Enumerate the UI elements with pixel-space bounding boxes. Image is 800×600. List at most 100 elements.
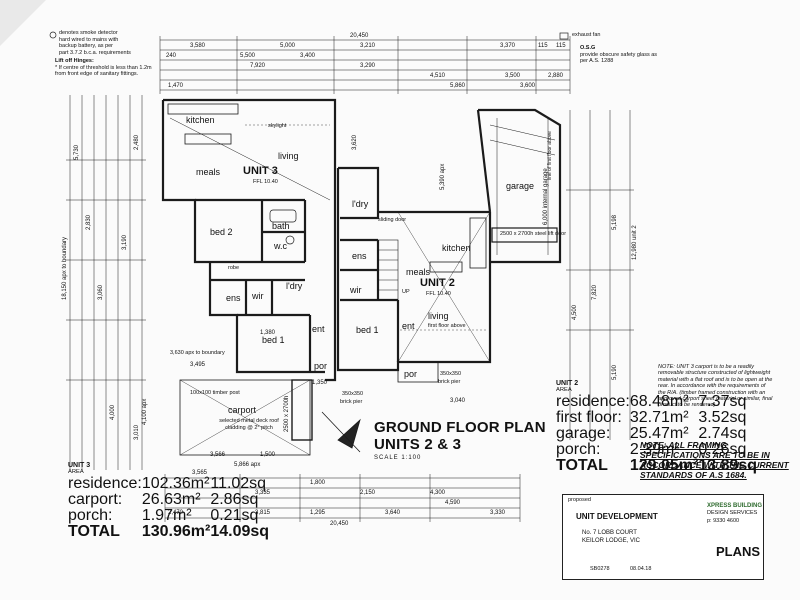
- unit-2-label: UNIT 2: [420, 277, 455, 289]
- dim-left-b: 5,730: [74, 144, 80, 160]
- room-ens-unit3: ens: [226, 293, 241, 303]
- room-ens-unit2: ens: [352, 251, 367, 261]
- dim-top-h: 5,500: [240, 53, 256, 59]
- smoke-detector-legend: denotes smoke detector hard wired to mai…: [59, 30, 131, 56]
- project-address-line2: KEILOR LODGE, VIC: [582, 538, 641, 544]
- dim-bot-b: 5,866 apx: [234, 462, 261, 468]
- dim-mid-f: 3,040: [450, 398, 466, 404]
- ffl-unit3: FFL 10.40: [253, 179, 278, 185]
- room-por-unit3: por: [314, 361, 328, 371]
- sliding-door-note: sliding door: [378, 217, 407, 223]
- dim-top-total: 20,450: [350, 33, 369, 39]
- dim-bot-h: 3,330: [490, 510, 506, 516]
- dim-top-l: 3,500: [505, 73, 521, 79]
- room-living-unit3: living: [278, 151, 299, 161]
- unit2-area-heading: UNIT 2: [556, 380, 579, 387]
- dim-bot-k: 4,300: [430, 490, 446, 496]
- dim-left-g: 2,480: [134, 134, 140, 150]
- brick-pier-note-left: brick pier: [340, 399, 363, 405]
- dim-right-b: 5,198: [612, 214, 618, 230]
- exhaust-fan-legend: exhaust fan: [572, 32, 601, 38]
- company-phone: p: 9330 4600: [707, 518, 740, 524]
- room-wc: w.c: [274, 241, 288, 251]
- dim-mid-a: 3,620: [352, 134, 358, 150]
- timber-post-note: 100x100 timber post: [190, 390, 240, 396]
- dim-top-b: 5,000: [280, 43, 296, 49]
- dim-top-f: 115: [556, 43, 566, 49]
- job-number: SB0278: [590, 566, 610, 572]
- osg-legend: O.S.G provide obscure safety glass as pe…: [580, 45, 658, 64]
- stair-line-note: line of first floor above: [547, 131, 553, 180]
- dim-bot-j: 2,150: [360, 490, 376, 496]
- framing-specifications-note: NOTE: ALL FRAMING SPECIFICATIONS ARE TO …: [640, 440, 789, 480]
- dim-top-g: 240: [166, 53, 177, 59]
- room-kitchen-unit2: kitchen: [442, 243, 471, 253]
- unit3-area-heading: UNIT 3: [68, 462, 91, 469]
- dim-top-j: 3,290: [360, 63, 376, 69]
- dim-mid-i: 4,100 apx: [142, 398, 148, 425]
- room-wir-unit2: wir: [350, 285, 362, 295]
- dim-left-a: 18,150 apx to boundary: [62, 236, 68, 300]
- dim-top-d: 3,370: [500, 43, 516, 49]
- room-garage: garage: [506, 181, 535, 191]
- room-ldry-unit3: l'dry: [286, 281, 303, 291]
- room-ent-unit3: ent: [312, 324, 325, 334]
- dim-top-p: 5,860: [450, 83, 466, 89]
- boundary-note: 3,630 apx to boundary: [170, 350, 225, 356]
- room-meals-unit2: meals: [406, 267, 431, 277]
- dim-right-a: 12,980 unit 2: [632, 225, 638, 260]
- dim-left-e: 4,000: [110, 404, 116, 420]
- roof-cladding-note: selected metal deck roof cladding @ 2° p…: [219, 418, 279, 431]
- dim-bot-d: 3,815: [255, 510, 271, 516]
- room-bed1-unit2: bed 1: [356, 325, 379, 335]
- dim-right-e: 5,190: [612, 364, 618, 380]
- room-ldry-unit2: l'dry: [352, 199, 369, 209]
- room-bed1-unit3: bed 1: [262, 335, 285, 345]
- project-address-line1: No. 7 LOBB COURT: [582, 530, 637, 536]
- steel-lift-door-note: 2500 x 2700h steel lift door: [500, 231, 567, 237]
- unit-3-label: UNIT 3: [243, 165, 278, 177]
- room-living-unit2: living: [428, 311, 449, 321]
- stair-up-label: UP: [402, 289, 410, 295]
- title-block: [562, 494, 764, 580]
- dim-bot-total: 20,450: [330, 521, 349, 527]
- dim-mid-d: 3,495: [190, 362, 206, 368]
- dim-bot-a: 3,565: [192, 470, 208, 476]
- dim-top-m: 2,880: [548, 73, 564, 79]
- drawing-subtitle: UNITS 2 & 3: [374, 436, 462, 453]
- brick-pier-size-left: 350x350: [342, 391, 364, 397]
- dim-left-c: 2,830: [86, 214, 92, 230]
- dim-left-d: 3,060: [98, 284, 104, 300]
- dim-top-a: 3,580: [190, 43, 206, 49]
- dim-bot-g: 4,590: [445, 500, 461, 506]
- drawing-title: GROUND FLOOR PLAN: [374, 419, 546, 436]
- dim-bot-e: 1,295: [310, 510, 326, 516]
- dim-bot-c: 3,335: [255, 490, 271, 496]
- dim-left-f: 3,190: [122, 234, 128, 250]
- dim-bot-i: 2,470: [168, 510, 184, 516]
- dim-top-q: 3,600: [520, 83, 536, 89]
- dim-right-d: 7,820: [592, 284, 598, 300]
- dim-bot-l: 1,800: [310, 480, 326, 486]
- drawing-scale: SCALE 1:100: [374, 455, 422, 461]
- room-ent-unit2: ent: [402, 321, 415, 331]
- room-por-unit2: por: [404, 369, 418, 379]
- room-meals-unit3: meals: [196, 167, 221, 177]
- first-floor-above-note: first floor above: [428, 323, 466, 329]
- carport-removable-note: NOTE: UNIT 3 carport is to be a readily …: [658, 364, 773, 409]
- company-subtitle: DESIGN SERVICES: [707, 510, 758, 516]
- unit2-area-sub: AREA: [556, 387, 572, 393]
- plans-stamp: PLANS: [716, 544, 761, 559]
- dim-left-h: 3,010: [134, 424, 140, 440]
